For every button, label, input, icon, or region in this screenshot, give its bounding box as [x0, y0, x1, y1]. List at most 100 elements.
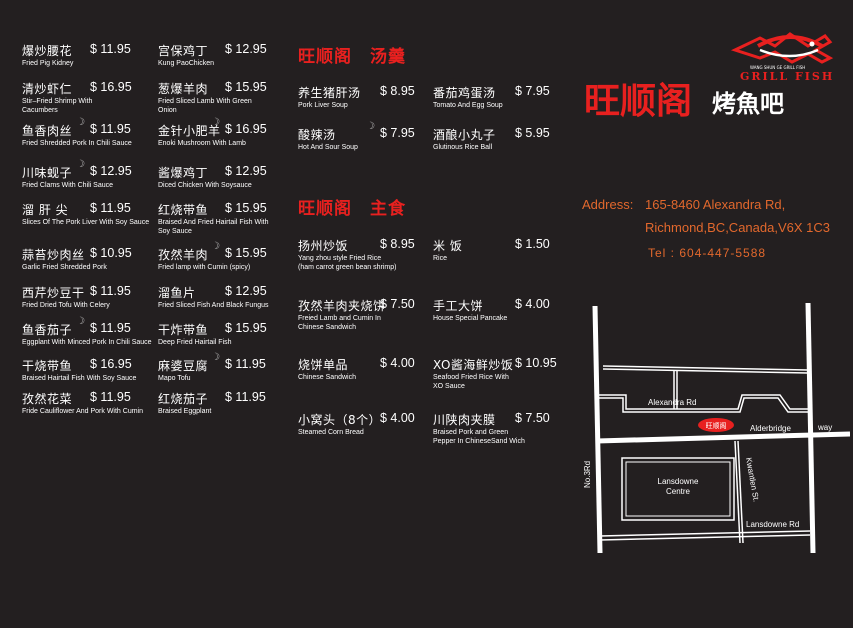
alderbridge-way: [596, 431, 850, 444]
dish-price: $ 15.95: [225, 201, 267, 215]
spicy-icon: ☽: [76, 316, 85, 327]
dish-chinese-name: 酒酿小丸子: [433, 128, 496, 142]
dish-english-name: Enoki Mushroom With Lamb: [158, 140, 246, 147]
dish-price: $ 16.95: [90, 80, 132, 94]
dish-english-name: Stir–Fried Shrimp With: [22, 98, 93, 105]
dish-chinese-name: 红烧带鱼: [158, 203, 209, 217]
dish-price: $ 15.95: [225, 80, 267, 94]
no3-label: No.3Rd: [583, 461, 592, 488]
dish-english-name: Seafood Fried Rice With: [433, 374, 509, 381]
dish-english-name: Fried Shredded Pork In Chili Sauce: [22, 140, 132, 147]
dish-price: $ 7.95: [380, 126, 415, 140]
dish-price: $ 12.95: [90, 164, 132, 178]
address-line-1: 165-8460 Alexandra Rd,: [645, 197, 786, 212]
dish-price: $ 11.95: [225, 390, 266, 404]
dish-chinese-name: 鱼香茄子: [22, 323, 73, 337]
logo-tagline: WANG SHUN GE GRILL FISH: [750, 65, 806, 70]
dish-english-name: Fried lamp with Cumin (spicy): [158, 264, 251, 271]
dish-chinese-name: 孜然花菜: [22, 392, 73, 406]
dish-english-name: Freied Lamb and Cumin In: [298, 315, 381, 322]
centre-label-line-1: Lansdowne: [658, 477, 699, 486]
dish-chinese-name: 红烧茄子: [158, 392, 209, 406]
alexandra-road: [598, 394, 810, 410]
staple-section-title: 旺顺阁 主食: [298, 199, 406, 219]
way-label: way: [817, 423, 832, 432]
dish-chinese-name: 麻婆豆腐: [158, 359, 209, 373]
dish-chinese-name: XO酱海鲜炒饭: [433, 358, 514, 372]
address-line-2: Richmond,BC,Canada,V6X 1C3: [645, 220, 830, 235]
dish-english-name: Yang zhou style Fried Rice: [298, 255, 382, 262]
no3-road: [592, 305, 603, 554]
dish-price: $ 12.95: [225, 42, 267, 56]
dish-english-name: House Special Pancake: [433, 315, 508, 322]
dish-price: $ 15.95: [225, 246, 267, 260]
dish-english-name: Braised Eggplant: [158, 408, 212, 415]
spicy-icon: ☽: [211, 241, 220, 252]
dish-english-name: Chinese Sandwich: [298, 374, 356, 381]
restaurant-marker: [698, 418, 734, 432]
dish-price: $ 11.95: [90, 201, 131, 215]
dish-price: $ 7.95: [515, 84, 550, 98]
dish-english-name: Braised Hairtail Fish With Soy Sauce: [22, 375, 137, 382]
dish-price: $ 16.95: [90, 357, 132, 371]
dish-price: $ 11.95: [90, 122, 131, 136]
lansdowne-centre: [621, 457, 735, 521]
dish-price: $ 4.00: [380, 411, 415, 425]
dish-price: $ 11.95: [225, 357, 266, 371]
dish-chinese-name: 溜 肝 尖: [22, 203, 69, 217]
dish-chinese-name: 爆炒腰花: [22, 44, 73, 58]
dish-english-name: Diced Chicken With Soysauce: [158, 182, 252, 189]
dish-chinese-name: 葱爆羊肉: [158, 82, 209, 96]
dish-english-name: Glutinous Rice Ball: [433, 144, 493, 151]
dish-english-name: Fried Clams With Chili Sauce: [22, 182, 114, 189]
dish-price: $ 5.95: [515, 126, 550, 140]
logo-name: 旺顺阁: [584, 80, 693, 122]
dish-english-name: Braised And Fried Hairtail Fish With: [158, 219, 269, 226]
dish-english-name: Cacumbers: [22, 107, 58, 114]
dish-price: $ 12.95: [225, 284, 267, 298]
dish-chinese-name: 孜然羊肉夹烧饼: [298, 299, 386, 313]
dish-price: $ 7.50: [515, 411, 550, 425]
dish-chinese-name: 鱼香肉丝: [22, 124, 73, 138]
dish-english-name: Pepper In ChineseSand Wich: [433, 438, 525, 445]
dish-english-name: Garlic Fried Shredded Pork: [22, 264, 107, 271]
dish-chinese-name: 养生猪肝汤: [298, 86, 361, 100]
dish-english-name: Hot And Sour Soup: [298, 144, 358, 151]
dish-chinese-name: 川味蚬子: [22, 166, 73, 180]
dish-chinese-name: 小窝头（8个）: [298, 413, 382, 427]
dish-price: $ 10.95: [515, 356, 557, 370]
kwantlen-label: Kwantlen St.: [744, 457, 761, 503]
centre-label-line-2: Centre: [666, 487, 691, 496]
dish-chinese-name: 清炒虾仁: [22, 82, 73, 96]
dish-price: $ 11.95: [90, 321, 131, 335]
logo-english: GRILL FISH: [740, 70, 835, 83]
dish-chinese-name: 手工大饼: [433, 299, 484, 313]
dish-price: $ 10.95: [90, 246, 132, 260]
spicy-icon: ☽: [211, 117, 220, 128]
spicy-icon: ☽: [366, 121, 375, 132]
dish-chinese-name: 蒜苔炒肉丝: [22, 248, 85, 262]
dish-english-name: Fried Pig Kidney: [22, 60, 74, 67]
dish-english-name: Fried Sliced Fish And Black Fungus: [158, 302, 269, 309]
alderbridge-label: Alderbridge: [750, 424, 791, 433]
phone-number: Tel : 604-447-5588: [648, 246, 767, 260]
spicy-icon: ☽: [211, 352, 220, 363]
kwantlen-street: [734, 440, 741, 544]
dish-chinese-name: 孜然羊肉: [158, 248, 209, 262]
dish-chinese-name: 米 饭: [433, 239, 463, 253]
dish-english-name: Chinese Sandwich: [298, 324, 356, 331]
dish-english-name: Steamed Corn Bread: [298, 429, 364, 436]
dish-price: $ 12.95: [225, 164, 267, 178]
address-label: Address:: [582, 197, 634, 212]
restaurant-marker-label: 旺顺阁: [706, 421, 727, 430]
dish-english-name: (ham carrot green bean shrimp): [298, 264, 397, 271]
dish-price: $ 8.95: [380, 84, 415, 98]
dish-english-name: Kung PaoChicken: [158, 60, 215, 67]
dish-english-name: Pork Liver Soup: [298, 102, 348, 109]
dish-chinese-name: 西芹炒豆干: [22, 286, 85, 300]
dish-price: $ 4.00: [380, 356, 415, 370]
dish-price: $ 16.95: [225, 122, 267, 136]
dish-english-name: Deep Fried Hairtail Fish: [158, 339, 232, 346]
dish-price: $ 11.95: [90, 390, 131, 404]
lansdowne-road: [599, 530, 811, 537]
